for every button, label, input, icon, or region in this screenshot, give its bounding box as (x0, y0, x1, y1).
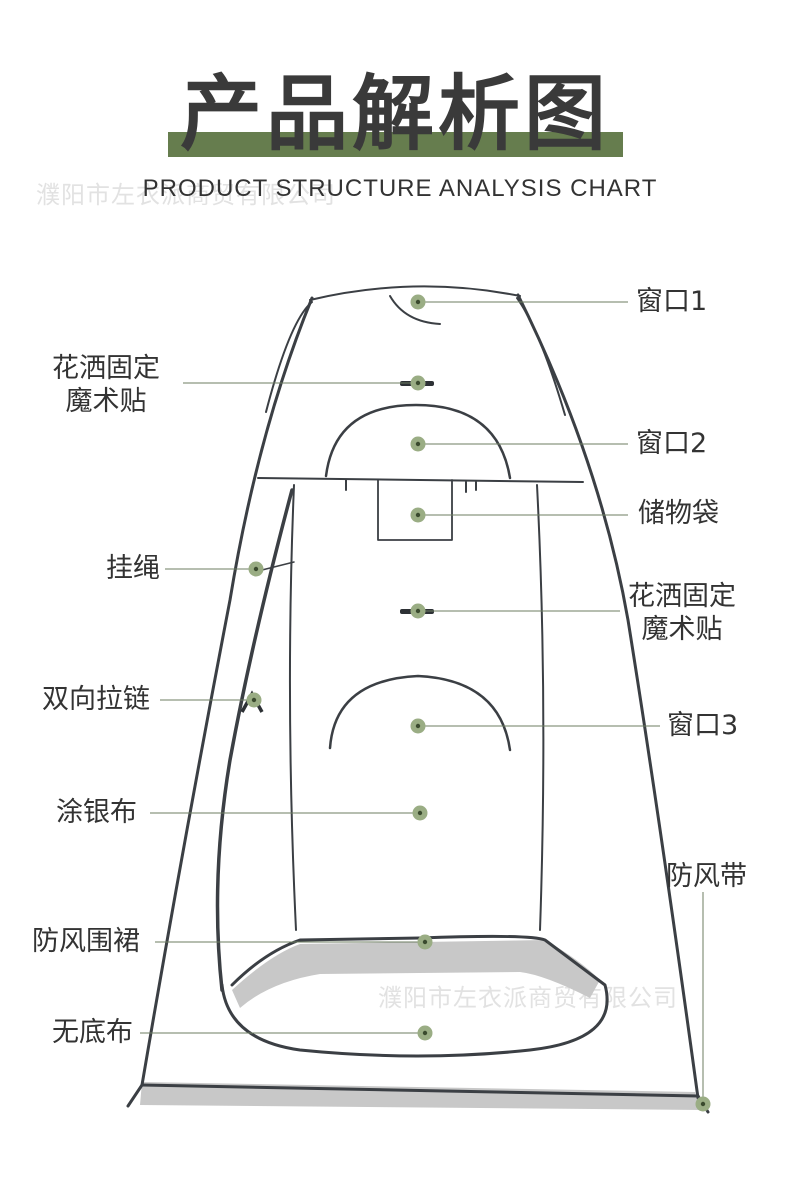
label-windproof-strap: 防风带 (666, 861, 747, 892)
tent-outer-right (516, 293, 700, 1100)
label-hanging-rope: 挂绳 (106, 553, 160, 584)
zipper-track (215, 488, 294, 992)
skirt-outline (220, 934, 609, 1058)
watermark-top: 濮阳市左衣派商贸有限公司 (36, 181, 336, 209)
label-windproof-skirt: 防风围裙 (32, 926, 140, 957)
tent-foot-left (126, 1083, 144, 1108)
tent-canopy (309, 285, 521, 301)
label-window3: 窗口3 (667, 710, 739, 741)
window1-outline (389, 295, 441, 325)
label-storage-bag: 储物袋 (638, 498, 719, 529)
label-shower-velcro-1: 花洒固定 魔术贴 (52, 353, 160, 417)
label-coated-silver-cloth: 涂银布 (56, 797, 137, 828)
label-shower-velcro-2: 花洒固定 魔术贴 (628, 581, 736, 645)
window2-outline (324, 403, 512, 480)
roof-divider (257, 477, 584, 483)
label-window1: 窗口1 (636, 286, 708, 317)
page-title: 产品解析图 (179, 67, 610, 162)
skirt-shadow (232, 940, 600, 1008)
label-window2: 窗口2 (636, 428, 708, 459)
canopy-inner (265, 297, 566, 416)
window3-outline (328, 674, 512, 752)
door-frame-left (288, 484, 297, 931)
watermark-bottom: 濮阳市左衣派商贸有限公司 (378, 984, 678, 1012)
title-accent-bar (168, 132, 623, 157)
storage-bag-outline (377, 479, 453, 541)
door-frame-right (536, 484, 545, 931)
label-two-way-zipper: 双向拉链 (42, 684, 150, 715)
page-subtitle: PRODUCT STRUCTURE ANALYSIS CHART (142, 175, 658, 202)
hanging-rope (261, 561, 295, 571)
tent-outer-left (140, 296, 314, 1087)
label-no-bottom: 无底布 (52, 1017, 133, 1048)
tent-base (140, 1083, 700, 1098)
